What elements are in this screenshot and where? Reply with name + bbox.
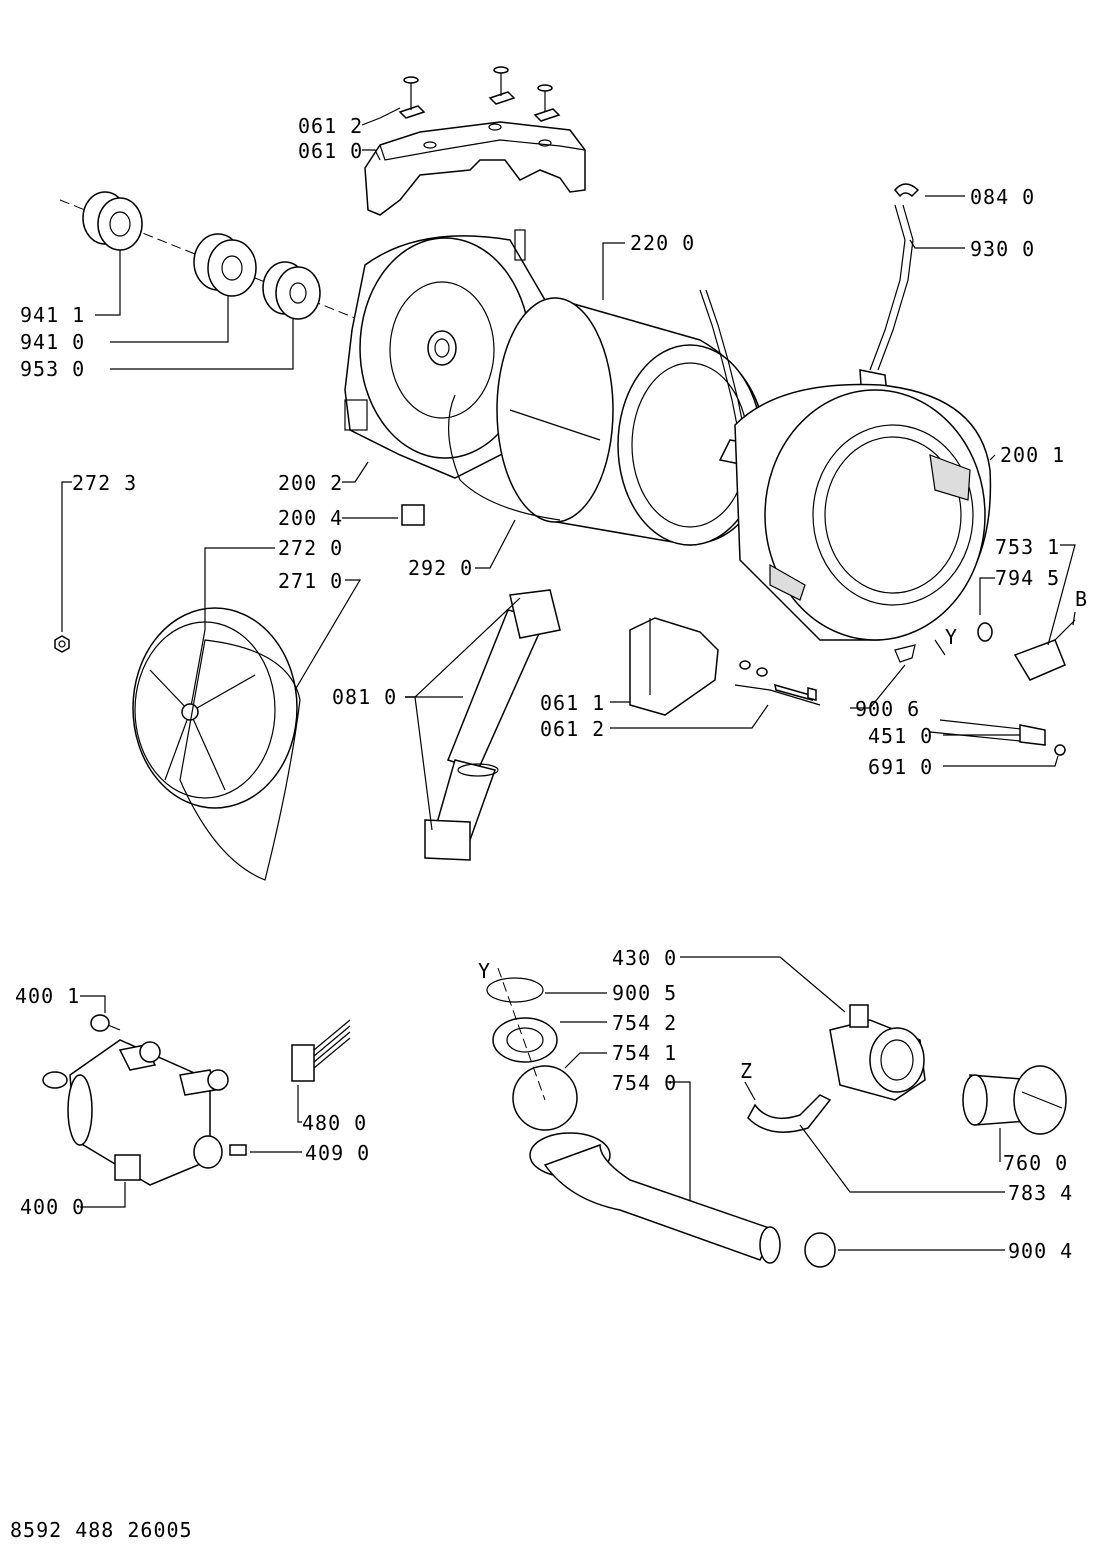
label-061-1: 061 1 — [540, 691, 605, 715]
label-200-4: 200 4 — [278, 506, 343, 530]
label-691-0: 691 0 — [868, 755, 933, 779]
label-900-5: 900 5 — [612, 981, 677, 1005]
label-900-6: 900 6 — [855, 697, 920, 721]
hose-clip-900-5 — [486, 977, 544, 1003]
front-tub-half — [734, 383, 992, 641]
bushing-794-5 — [977, 622, 993, 642]
label-400-0: 400 0 — [20, 1195, 85, 1219]
clip-200-4 — [401, 504, 425, 526]
label-754-2: 754 2 — [612, 1011, 677, 1035]
label-084-0: 084 0 — [970, 185, 1035, 209]
bearing-953-0 — [262, 261, 321, 320]
bearing-941-0 — [193, 233, 257, 297]
door-seal-ring — [448, 394, 561, 521]
drive-belt — [179, 639, 301, 881]
nut-272-3 — [54, 635, 70, 653]
label-220-0: 220 0 — [630, 231, 695, 255]
label-794-5: 794 5 — [995, 566, 1060, 590]
document-number: 8592 488 26005 — [10, 1518, 193, 1542]
label-292-0: 292 0 — [408, 556, 473, 580]
heating-element — [929, 719, 1066, 756]
label-409-0: 409 0 — [305, 1141, 370, 1165]
label-200-2: 200 2 — [278, 471, 343, 495]
label-061-2-a: 061 2 — [298, 114, 363, 138]
shock-absorber — [424, 589, 561, 861]
label-400-1: 400 1 — [15, 984, 80, 1008]
spring-right — [859, 204, 914, 406]
hose-clamp-900-4 — [804, 1232, 836, 1268]
label-760-0: 760 0 — [1003, 1151, 1068, 1175]
filter-760-0 — [962, 1065, 1067, 1135]
label-061-0: 061 0 — [298, 139, 363, 163]
bolts-top — [398, 66, 561, 122]
label-272-0: 272 0 — [278, 536, 343, 560]
label-081-0: 081 0 — [332, 685, 397, 709]
label-451-0: 451 0 — [868, 724, 933, 748]
wire-harness-480-0 — [291, 1019, 351, 1082]
counterweight-top — [364, 121, 586, 216]
connector-409-0 — [229, 1144, 247, 1156]
label-271-0: 271 0 — [278, 569, 343, 593]
bearing-941-1 — [82, 191, 143, 251]
label-753-1: 753 1 — [995, 535, 1060, 559]
spring-clip — [894, 183, 920, 198]
part-labels: 061 2 061 0 084 0 220 0 930 0 941 1 941 … — [15, 114, 1088, 1263]
drain-hose-754-0 — [529, 1132, 781, 1264]
label-930-0: 930 0 — [970, 237, 1035, 261]
label-941-0: 941 0 — [20, 330, 85, 354]
label-941-1: 941 1 — [20, 303, 85, 327]
label-480-0: 480 0 — [302, 1111, 367, 1135]
label-z: Z — [740, 1059, 753, 1083]
label-953-0: 953 0 — [20, 357, 85, 381]
clip-900-6 — [894, 644, 916, 663]
motor — [42, 1039, 229, 1186]
label-430-0: 430 0 — [612, 946, 677, 970]
label-900-4: 900 4 — [1008, 1239, 1073, 1263]
motor-bracket — [629, 617, 817, 716]
drain-pump — [829, 1004, 926, 1101]
drum — [496, 297, 767, 546]
ball-754-1 — [512, 1065, 578, 1131]
motor-plug-400-1 — [90, 1014, 121, 1032]
pump-hose-783-4 — [747, 1094, 832, 1133]
label-y-2: Y — [478, 959, 491, 983]
label-061-2-b: 061 2 — [540, 717, 605, 741]
label-783-4: 783 4 — [1008, 1181, 1073, 1205]
pulley — [132, 607, 298, 809]
label-200-1: 200 1 — [1000, 443, 1065, 467]
seal-754-2 — [492, 1017, 558, 1063]
label-754-0: 754 0 — [612, 1071, 677, 1095]
label-754-1: 754 1 — [612, 1041, 677, 1065]
temperature-sensor — [1013, 619, 1076, 681]
label-272-3: 272 3 — [72, 471, 137, 495]
label-y-1: Y — [945, 625, 958, 649]
label-b: B — [1075, 587, 1088, 611]
